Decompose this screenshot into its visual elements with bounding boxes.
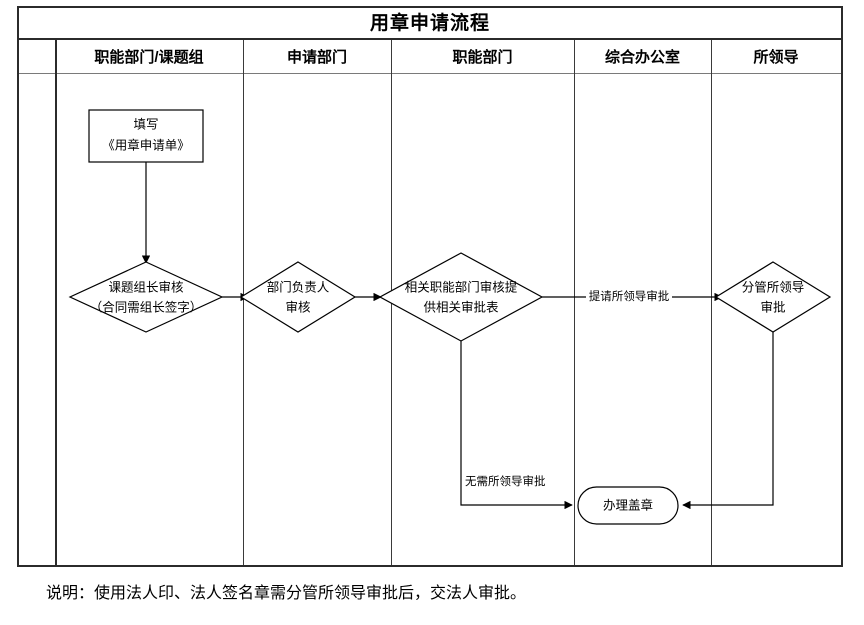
column-separator-1 [55, 40, 57, 565]
column-header-functional-dept: 职能部门 [452, 49, 513, 66]
column-separator-4 [574, 40, 575, 565]
column-header-blank [19, 40, 55, 73]
column-header-row: 职能部门/课题组 申请部门 职能部门 综合办公室 所领导 [19, 40, 841, 74]
column-header-general-office: 综合办公室 [604, 49, 680, 66]
title-row: 用章申请流程 [19, 8, 841, 40]
column-separator-2 [243, 40, 244, 565]
flowchart-table: 用章申请流程 职能部门/课题组 申请部门 职能部门 综合办公室 所领导 [17, 6, 843, 567]
column-header-functional-dept-research-group: 职能部门/课题组 [94, 49, 204, 66]
column-header-applicant-dept: 申请部门 [286, 49, 347, 66]
column-header-institute-leader: 所领导 [753, 49, 799, 66]
column-separator-5 [711, 40, 712, 565]
footer-note: 说明：使用法人印、法人签名章需分管所领导审批后，交法人审批。 [46, 585, 527, 602]
column-separator-3 [391, 40, 392, 565]
page-title: 用章申请流程 [369, 12, 490, 34]
